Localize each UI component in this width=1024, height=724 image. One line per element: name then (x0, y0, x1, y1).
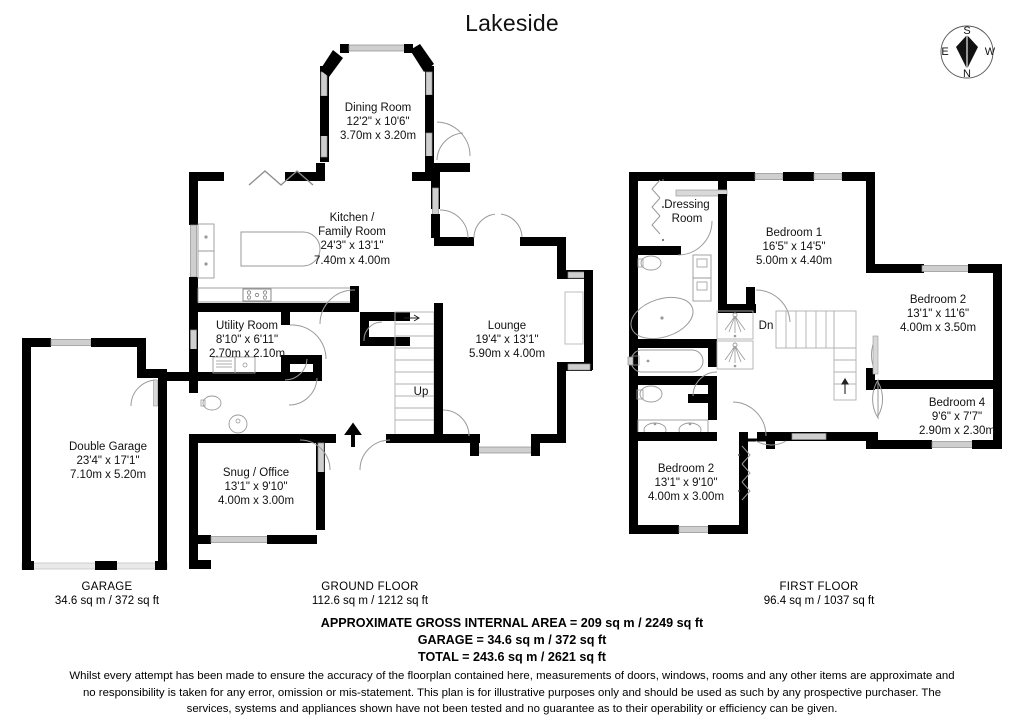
room-label-dining-room: Dining Room 12'2" x 10'6" 3.70m x 3.20m (339, 102, 417, 143)
room-label-utility-room: Utility Room 8'10" x 6'11" 2.70m x 2.10m (208, 320, 286, 361)
first-floor-plan (627, 172, 1002, 534)
garage-structure (21, 338, 168, 570)
room-label-dressing-room: Dressing Room (664, 199, 710, 226)
ground-floor-plan (21, 44, 593, 570)
caption-ground-floor: GROUND FLOOR 112.6 sq m / 1212 sq ft (311, 581, 429, 607)
bathroom-fixtures (627, 254, 767, 441)
stair-label-up: Up (413, 386, 429, 398)
caption-garage: GARAGE 34.6 sq m / 372 sq ft (54, 581, 160, 607)
room-label-kitchen-family-room: Kitchen / Family Room 24'3" x 13'1" 7.40… (313, 212, 391, 267)
room-label-bedroom-1: Bedroom 1 16'5" x 14'5" 5.00m x 4.40m (755, 227, 833, 268)
staircase-up (394, 311, 435, 436)
room-label-bedroom-2-rear: Bedroom 2 13'1" x 9'10" 4.00m x 3.00m (647, 463, 725, 504)
summary-gross-internal-area: APPROXIMATE GROSS INTERNAL AREA = 209 sq… (320, 616, 704, 630)
summary-garage-area: GARAGE = 34.6 sq m / 372 sq ft (417, 633, 607, 647)
room-label-double-garage: Double Garage 23'4" x 17'1" 7.10m x 5.20… (69, 441, 147, 482)
room-label-snug-office: Snug / Office 13'1" x 9'10" 4.00m x 3.00… (217, 467, 295, 508)
dining-room-structure (320, 44, 471, 174)
compass-label-top: S (963, 25, 971, 37)
summary-total-area: TOTAL = 243.6 sq m / 2621 sq ft (418, 650, 606, 664)
lounge-structure (412, 172, 593, 456)
page-title: Lakeside (465, 10, 559, 36)
snug-office-structure (189, 434, 317, 569)
hall-stairs-structure (299, 303, 443, 530)
entrance-arrow (344, 422, 362, 447)
stair-label-down: Dn (758, 320, 774, 332)
utility-room-structure (160, 303, 327, 443)
staircase-down (775, 310, 875, 401)
room-label-bedroom-2-front: Bedroom 2 13'1" x 11'6" 4.00m x 3.50m (899, 294, 977, 335)
caption-first-floor: FIRST FLOOR 96.4 sq m / 1037 sq ft (763, 581, 875, 607)
room-label-bedroom-4: Bedroom 4 9'6" x 7'7" 2.90m x 2.30m (918, 397, 996, 438)
disclaimer-text: Whilst every attempt has been made to en… (69, 670, 955, 715)
compass-rose (940, 25, 994, 79)
bedroom1-structure (718, 210, 875, 323)
compass-label-left: E (941, 46, 949, 58)
compass-label-bottom: N (963, 68, 971, 80)
compass-label-right: W (984, 46, 996, 58)
room-label-lounge: Lounge 19'4" x 13'1" 5.90m x 4.00m (468, 320, 546, 361)
